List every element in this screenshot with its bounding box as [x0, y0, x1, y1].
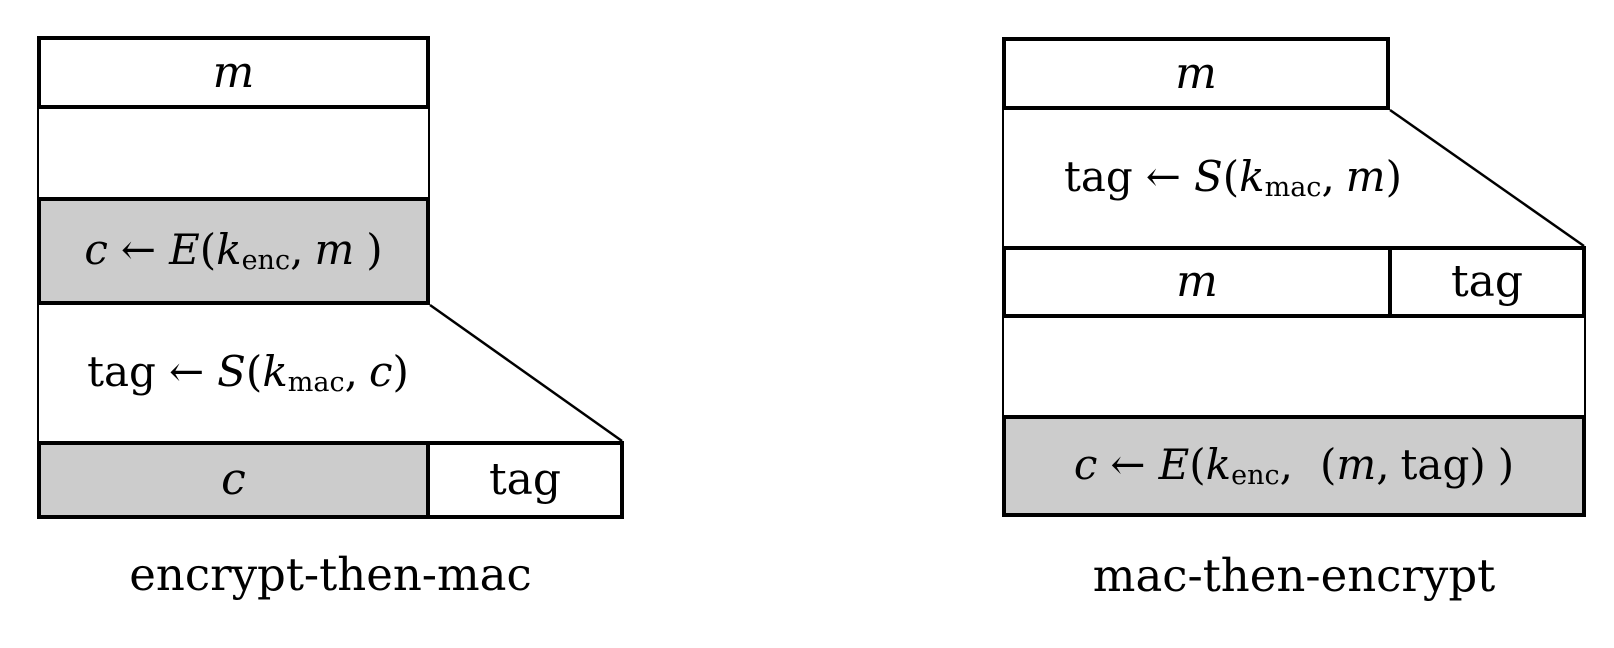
message-box: m — [1002, 37, 1390, 110]
formula-function: E — [1158, 439, 1190, 489]
comma: , — [1321, 151, 1335, 201]
mac-formula: tag←S(kmac,m) — [1004, 155, 1462, 203]
paren-close: ) — [1385, 151, 1403, 201]
spacer-zone — [1002, 318, 1586, 415]
key-symbol: k — [216, 224, 242, 274]
key-subscript: enc — [241, 244, 291, 276]
encrypt-step-box: c←E(kenc,(m,tag)) — [1002, 415, 1586, 517]
formula-function: S — [217, 346, 246, 396]
formula-lhs: c — [84, 224, 108, 274]
message-cell: m — [1006, 250, 1392, 314]
message-box: m — [37, 36, 430, 109]
tuple-paren-close: ) — [1469, 439, 1486, 489]
key-subscript: mac — [1264, 171, 1322, 203]
key-symbol: k — [1239, 151, 1265, 201]
tuple-paren-open: ( — [1319, 439, 1337, 489]
formula-function: E — [169, 224, 200, 274]
message-tag-row: m tag — [1002, 246, 1586, 318]
formula-lhs: tag — [1063, 151, 1133, 201]
key-subscript: enc — [1231, 459, 1280, 491]
comma: , — [290, 224, 304, 274]
message-label: m — [1175, 47, 1217, 99]
paren-open: ( — [1222, 151, 1240, 201]
spacer-zone — [37, 109, 430, 197]
formula-lhs: c — [1073, 439, 1098, 489]
tag-cell: tag — [1392, 250, 1582, 314]
left-arrow-symbol: ← — [168, 346, 205, 396]
paren-close: ) — [392, 346, 409, 396]
encrypt-formula: c←E(kenc,(m,tag)) — [1074, 443, 1514, 491]
mac-then-encrypt-diagram: m tag←S(kmac,m) m tag c←E(kenc,(m,tag)) … — [1002, 37, 1586, 627]
left-arrow-symbol: ← — [120, 224, 157, 274]
formula-arg: m — [1345, 151, 1386, 201]
paren-close: ) — [1497, 439, 1515, 489]
diagram-caption: encrypt-then-mac — [129, 548, 532, 601]
mac-formula: tag←S(kmac,c) — [39, 350, 457, 398]
output-row: c tag — [37, 441, 624, 519]
encrypt-formula: c←E(kenc,m) — [84, 228, 382, 276]
tag-label: tag — [1450, 256, 1524, 307]
mac-step-region: tag←S(kmac,c) — [37, 305, 457, 441]
tuple-arg-message: m — [1336, 439, 1377, 489]
left-arrow-symbol: ← — [1145, 151, 1181, 201]
encrypt-then-mac-diagram: m c←E(kenc,m) tag←S(kmac,c) c tag encryp… — [37, 36, 624, 626]
ciphertext-label: c — [221, 454, 246, 505]
encrypt-step-box: c←E(kenc,m) — [37, 197, 430, 305]
tuple-arg-tag: tag — [1400, 439, 1470, 489]
tag-label: tag — [488, 454, 562, 505]
comma: , — [1279, 439, 1293, 489]
ciphertext-cell: c — [41, 445, 430, 515]
formula-arg: m — [314, 224, 355, 274]
formula-lhs: tag — [87, 346, 156, 396]
paren-close: ) — [366, 224, 383, 274]
tuple-comma: , — [1376, 439, 1390, 489]
paren-open: ( — [1189, 439, 1206, 489]
formula-function: S — [1193, 151, 1223, 201]
key-symbol: k — [1205, 439, 1232, 489]
key-symbol: k — [262, 346, 288, 396]
message-label: m — [212, 46, 255, 98]
tag-cell: tag — [430, 445, 620, 515]
comma: , — [344, 346, 358, 396]
formula-arg: c — [368, 346, 393, 396]
mac-step-region: tag←S(kmac,m) — [1002, 110, 1462, 246]
paren-open: ( — [199, 224, 217, 274]
diagram-caption: mac-then-encrypt — [1092, 549, 1496, 602]
key-subscript: mac — [287, 366, 345, 398]
paren-open: ( — [245, 346, 263, 396]
left-arrow-symbol: ← — [1110, 439, 1146, 489]
message-label: m — [1176, 256, 1218, 307]
